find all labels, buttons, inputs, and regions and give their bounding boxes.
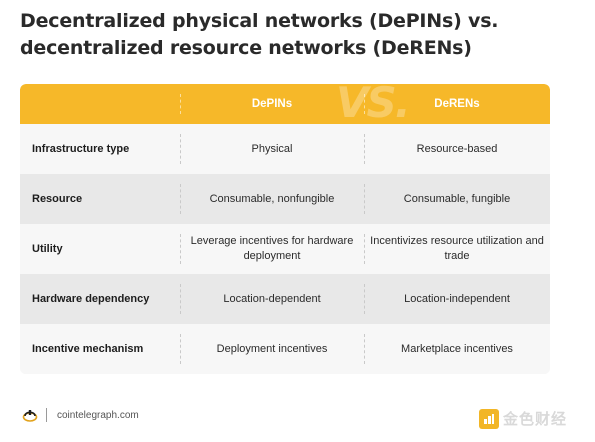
page-title: Decentralized physical networks (DePINs)… xyxy=(20,10,499,59)
column-divider xyxy=(180,284,181,314)
column-divider xyxy=(180,334,181,364)
depins-cell: Deployment incentives xyxy=(216,342,328,355)
table-row: Incentive mechanism Deployment incentive… xyxy=(20,324,550,374)
cointelegraph-logo-icon xyxy=(22,407,38,423)
column-divider xyxy=(364,94,365,114)
header-cell-empty xyxy=(20,84,180,124)
depins-cell: Location-dependent xyxy=(223,292,321,305)
table-row: Resource Consumable, nonfungible Consuma… xyxy=(20,174,550,224)
jinse-logo-icon xyxy=(479,408,499,429)
table-row: Utility Leverage incentives for hardware… xyxy=(20,224,550,274)
row-label: Hardware dependency xyxy=(32,293,150,305)
footer-separator xyxy=(46,408,47,422)
row-label: Resource xyxy=(32,193,83,205)
depins-cell: Physical xyxy=(251,142,293,155)
watermark: 金色财经 xyxy=(479,408,567,429)
column-divider xyxy=(180,234,181,264)
source-text: cointelegraph.com xyxy=(57,409,139,421)
derens-cell: Consumable, fungible xyxy=(403,192,511,205)
derens-cell: Incentivizes resource utilization and tr… xyxy=(370,235,544,262)
header-cell-depins: DePINs xyxy=(251,97,293,110)
column-divider xyxy=(180,134,181,164)
table-row: Hardware dependency Location-dependent L… xyxy=(20,274,550,324)
depins-cell: Consumable, nonfungible xyxy=(209,192,335,205)
watermark-text: 金色财经 xyxy=(503,410,568,428)
source-attribution: cointelegraph.com xyxy=(22,407,139,423)
derens-cell: Resource-based xyxy=(416,142,498,155)
column-divider xyxy=(364,184,365,214)
row-label: Infrastructure type xyxy=(32,143,130,155)
comparison-table: DePINs DeRENs VS. Infrastructure type Ph… xyxy=(20,84,550,374)
derens-cell: Marketplace incentives xyxy=(401,342,513,355)
table-row: Infrastructure type Physical Resource-ba… xyxy=(20,124,550,174)
row-label: Utility xyxy=(32,243,63,255)
column-divider xyxy=(180,184,181,214)
column-divider xyxy=(364,234,365,264)
column-divider xyxy=(364,334,365,364)
row-label: Incentive mechanism xyxy=(32,343,144,355)
column-divider xyxy=(364,284,365,314)
depins-cell: Leverage incentives for hardware deploym… xyxy=(190,235,354,262)
derens-cell: Location-independent xyxy=(404,292,510,305)
column-divider xyxy=(180,94,181,114)
header-cell-derens: DeRENs xyxy=(434,97,480,110)
table-header-row: DePINs DeRENs VS. xyxy=(20,84,550,127)
column-divider xyxy=(364,134,365,164)
